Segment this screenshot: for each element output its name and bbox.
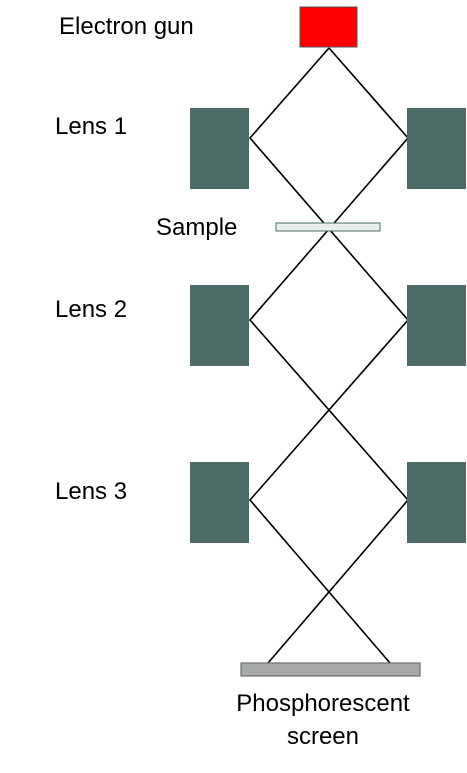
lens-3-label: Lens 3 xyxy=(55,478,128,505)
lens-2-label: Lens 2 xyxy=(55,296,128,323)
electron-gun xyxy=(299,6,358,48)
screen-label-line-1: Phosphorescent xyxy=(236,690,410,717)
lens-3-left-pole xyxy=(190,462,249,543)
sample-slide xyxy=(275,222,381,232)
electron-ray-right xyxy=(248,47,410,664)
lens-2-left-pole xyxy=(190,285,249,366)
lens-1-label: Lens 1 xyxy=(55,113,128,140)
electron-ray-left xyxy=(248,47,410,664)
lens-3-right-pole xyxy=(407,462,466,543)
sample-label: Sample xyxy=(156,214,238,241)
lens-1-right-pole xyxy=(407,108,466,189)
lens-2-right-pole xyxy=(407,285,466,366)
lens-1-left-pole xyxy=(190,108,249,189)
phosphorescent-screen xyxy=(240,662,421,677)
electron-gun-label: Electron gun xyxy=(59,13,194,40)
phosphorescent-screen-label: Phosphorescent screen xyxy=(193,687,453,753)
screen-label-line-2: screen xyxy=(286,723,360,750)
